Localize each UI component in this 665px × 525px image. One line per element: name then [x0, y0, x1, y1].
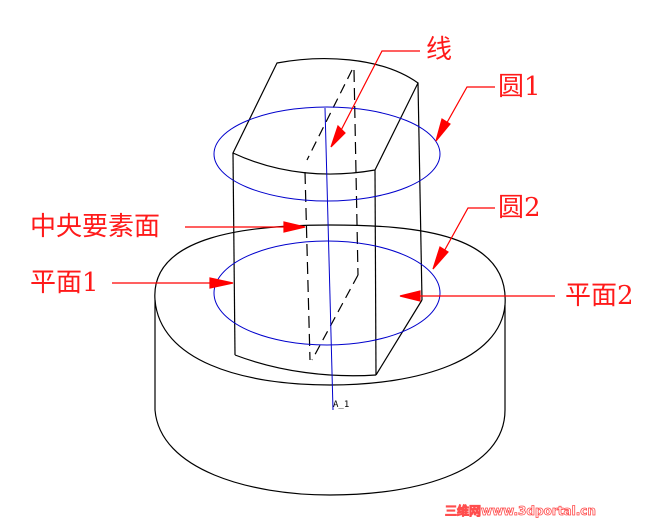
label-plane-2: 平面2 — [565, 281, 634, 311]
label-line: 线 — [426, 35, 453, 65]
label-circle-2: 圆2 — [498, 193, 541, 223]
axis-line — [324, 107, 334, 411]
base-cylinder — [154, 224, 506, 496]
axis-tag: A_1 — [333, 400, 350, 410]
watermark: 三维网www.3dportal.cn — [445, 504, 597, 518]
label-plane-1: 平面1 — [30, 268, 99, 298]
annotation-leaders — [112, 50, 555, 302]
label-center-plane: 中央要素面 — [30, 212, 161, 242]
circle-2 — [213, 240, 441, 346]
blue-elements — [213, 106, 441, 411]
label-circle-1: 圆1 — [498, 72, 541, 102]
